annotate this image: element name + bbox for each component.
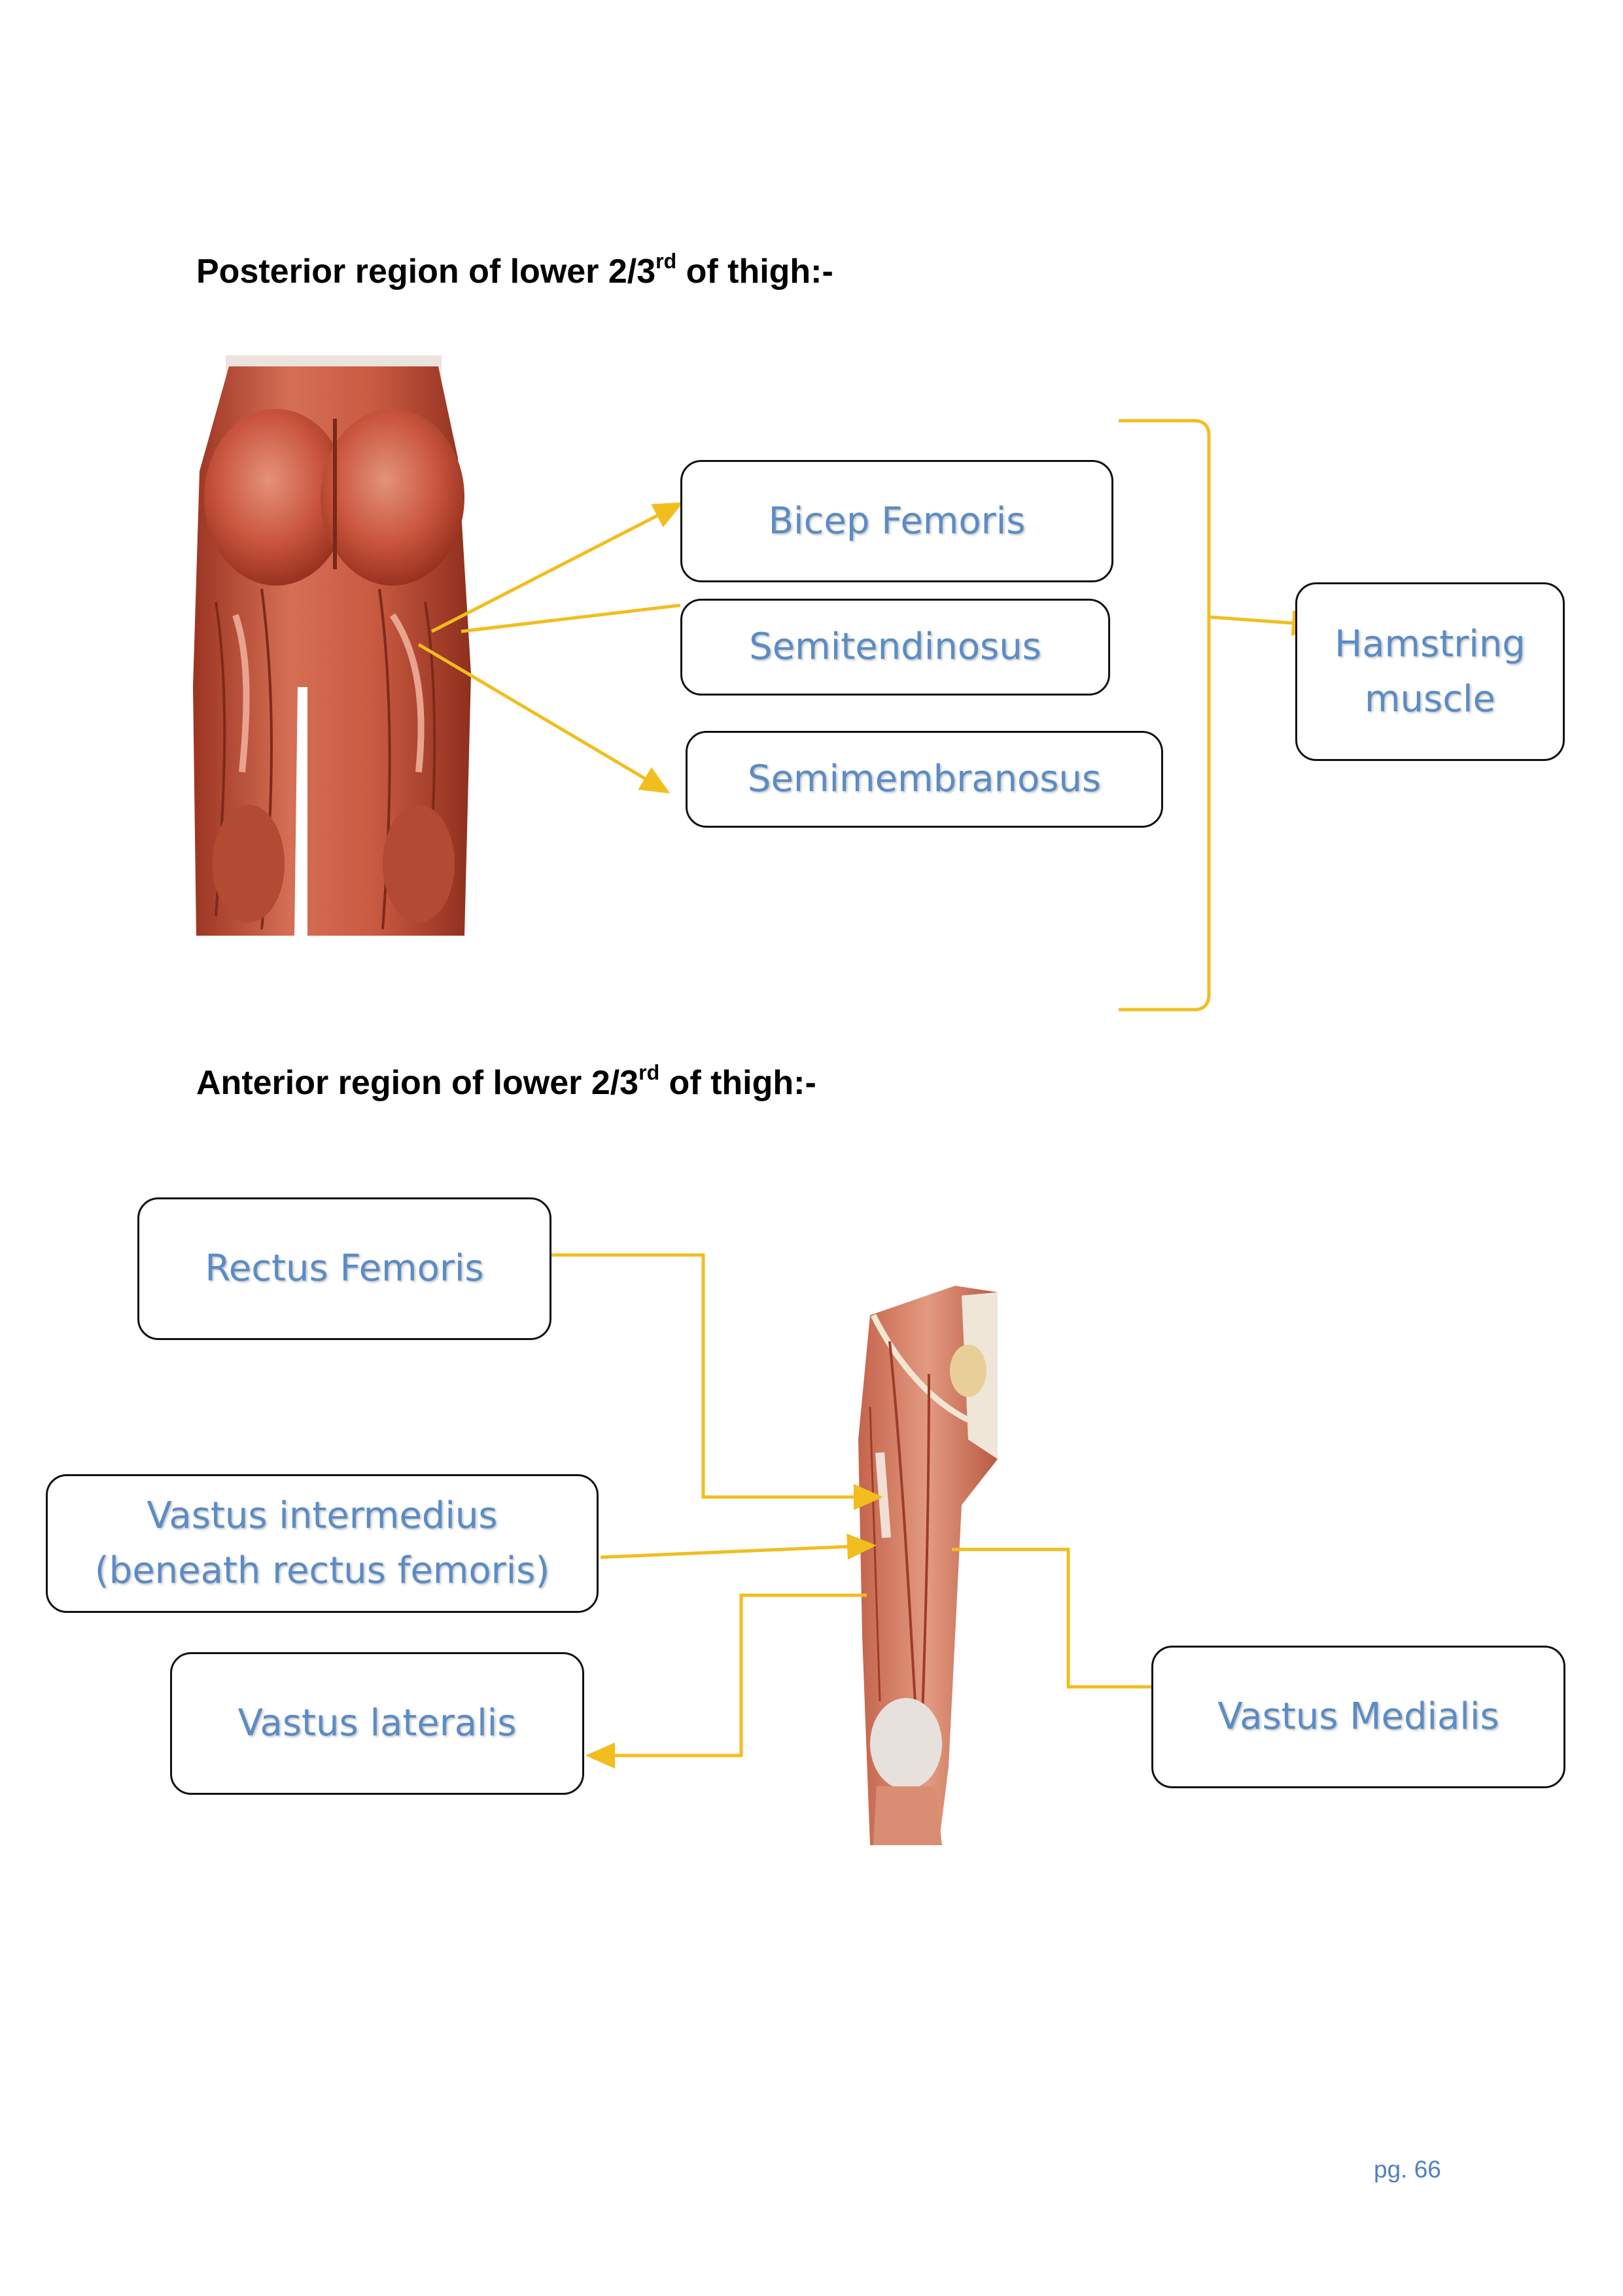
semitendinosus-label: Semitendinosus — [680, 599, 1110, 696]
arrow-to-rectus-femoris — [551, 1253, 883, 1510]
arrow-to-semimembranosus — [417, 643, 671, 794]
vastus-lateralis-label: Vastus lateralis — [170, 1652, 584, 1795]
hamstring-bracket — [1119, 419, 1211, 1012]
arrow-to-vastus-medialis — [952, 1547, 1151, 1689]
page-number: pg. 66 — [1374, 2156, 1441, 2183]
posterior-heading: Posterior region of lower 2/3rd of thigh… — [196, 249, 833, 291]
rectus-femoris-label: Rectus Femoris — [137, 1197, 551, 1340]
anterior-arrows — [551, 1253, 1151, 1769]
arrow-to-semitendinosus — [461, 603, 681, 633]
anterior-thigh-illustration — [858, 1286, 998, 1845]
arrow-to-vastus-intermedius — [600, 1533, 877, 1560]
bicep-femoris-label: Bicep Femoris — [680, 460, 1113, 582]
posterior-arrows — [417, 419, 1321, 1012]
semimembranosus-label: Semimembranosus — [686, 731, 1163, 828]
arrow-to-bicep-femoris — [430, 502, 684, 633]
anterior-heading: Anterior region of lower 2/3rd of thigh:… — [196, 1061, 816, 1102]
arrow-to-vastus-lateralis — [585, 1593, 867, 1769]
vastus-medialis-label: Vastus Medialis — [1151, 1646, 1565, 1788]
posterior-thigh-illustration — [193, 355, 471, 936]
vastus-intermedius-label: Vastus intermedius (beneath rectus femor… — [46, 1474, 599, 1613]
hamstring-muscle-label: Hamstring muscle — [1295, 582, 1565, 761]
